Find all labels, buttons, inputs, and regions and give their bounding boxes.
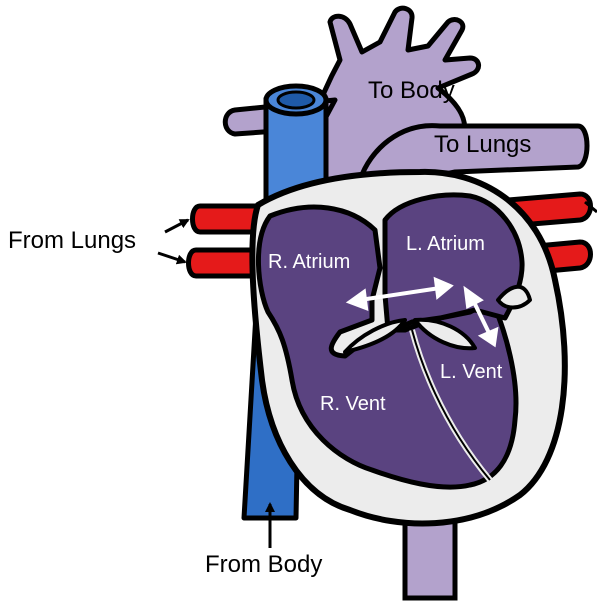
descending-aorta (405, 520, 455, 598)
label-to-lungs: To Lungs (434, 131, 531, 158)
label-from-body: From Body (205, 551, 322, 578)
label-r-vent: R. Vent (320, 393, 386, 415)
label-from-lungs: From Lungs (8, 227, 136, 254)
label-to-body: To Body (368, 77, 455, 104)
arrow-from-lungs-lower (158, 253, 185, 262)
label-l-atrium: L. Atrium (406, 233, 485, 255)
arrow-from-lungs-upper (165, 220, 188, 232)
label-l-vent: L. Vent (440, 361, 503, 383)
label-r-atrium: R. Atrium (268, 251, 350, 273)
